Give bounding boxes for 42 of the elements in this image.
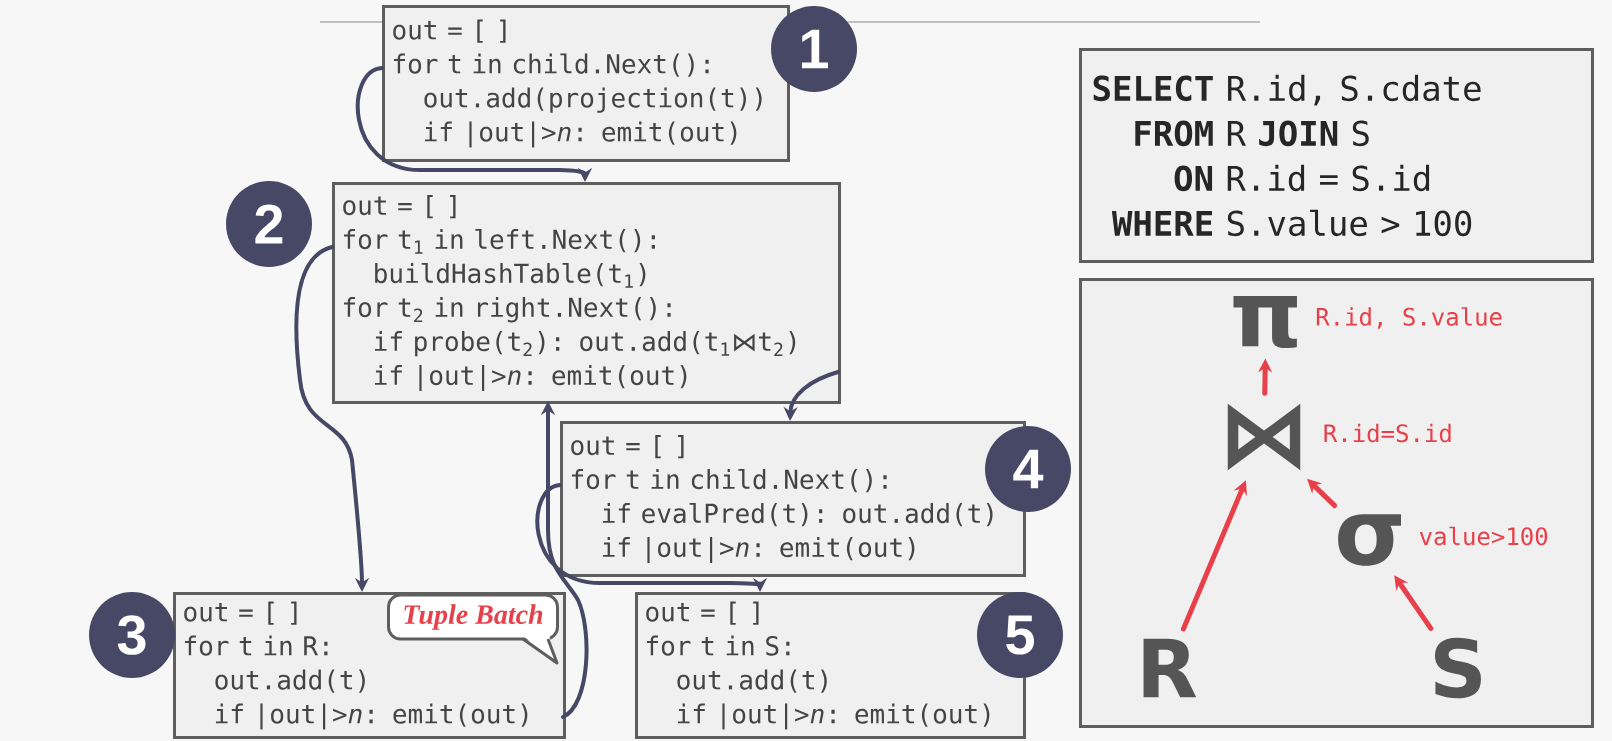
code-line: for t in child.Next(): xyxy=(572,468,887,493)
speech-bubble: Tuple Batch xyxy=(387,593,559,665)
code-line: out = [ ] xyxy=(343,195,456,219)
operator-label: value>100 xyxy=(1419,526,1548,546)
code-line: if |out|>n: emit(out) xyxy=(215,703,528,730)
code-line: ON R.id = S.id xyxy=(1174,164,1430,192)
code-line: FROM R JOIN S xyxy=(1135,120,1369,147)
code-line: if probe(t$_{2}$): out.add(t$_{1}$⋈t$_{2}$) xyxy=(374,331,796,357)
code-line: out = [ ] xyxy=(393,19,506,43)
step-number: 2 xyxy=(226,181,312,267)
code-line: if |out|>n: emit(out) xyxy=(424,121,737,148)
code-line: SELECT R.id, S.cdate xyxy=(1093,74,1481,106)
code-box xyxy=(332,182,841,404)
step-number: 1 xyxy=(771,6,857,92)
code-line: buildHashTable(t$_{1}$) xyxy=(375,262,646,288)
code-line: for t$_{1}$ in left.Next(): xyxy=(344,228,655,254)
operator-symbol: π xyxy=(1233,296,1297,349)
code-line: if |out|>n: emit(out) xyxy=(677,703,990,730)
code-line: out = [ ] xyxy=(184,601,297,625)
query-box xyxy=(1079,48,1594,263)
code-line: out = [ ] xyxy=(646,601,759,625)
code-line: out.add(t) xyxy=(677,669,827,693)
code-line: if |out|>n: emit(out) xyxy=(374,364,687,391)
tree-panel xyxy=(1079,278,1594,728)
operator-symbol: σ xyxy=(1338,514,1402,566)
code-line: out.add(projection(t)) xyxy=(424,87,762,113)
code-line: if |out|>n: emit(out) xyxy=(602,536,915,563)
code-line: WHERE S.value > 100 xyxy=(1111,209,1472,237)
code-line: out.add(t) xyxy=(215,669,365,693)
code-line: for t in S: xyxy=(647,635,790,656)
step-number: 5 xyxy=(977,592,1063,678)
relation-letter: R xyxy=(1143,638,1197,698)
code-line: for t in R: xyxy=(185,635,328,656)
code-line: out = [ ] xyxy=(571,435,684,459)
operator-label: R.id, S.value xyxy=(1316,307,1502,329)
code-line: for t in child.Next(): xyxy=(394,53,709,77)
operator-symbol: ⋈ xyxy=(1227,403,1301,471)
operator-label: R.id=S.id xyxy=(1324,423,1451,443)
code-box xyxy=(382,5,790,162)
code-line: for t$_{2}$ in right.Next(): xyxy=(344,297,671,323)
relation-letter: S xyxy=(1434,637,1481,699)
step-number: 3 xyxy=(89,592,175,678)
